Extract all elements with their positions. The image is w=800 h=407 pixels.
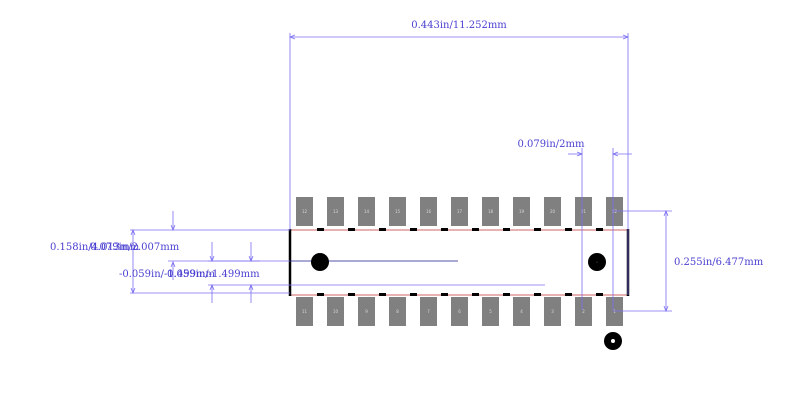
polarity-marker-dot [588,253,606,271]
top-pad [482,197,499,226]
bottom-pad [513,297,530,326]
bottom-pad-number: 4 [520,309,523,314]
body-edge-tick [472,228,479,231]
top-pad-number: 21 [581,209,587,214]
bottom-pad-number: 5 [489,309,492,314]
bottom-pad-number: 9 [365,309,368,314]
dim-overall-height: 0.255in/6.477mm [613,209,764,313]
bottom-pad-number: 8 [396,309,399,314]
body-edge-tick [348,228,355,231]
body-edge-tick [348,293,355,296]
top-pad [513,197,530,226]
bottom-pad-number: 6 [458,309,461,314]
top-pad-number: 16 [426,209,432,214]
pin1-marker-dot [311,253,329,271]
bottom-pad [606,297,623,326]
dim-pad-length-label: 0.079in/2.007mm [90,242,180,253]
dim-offset-label-2: 0.059in/-1.499mm [167,269,260,280]
bottom-pad-number: 10 [333,309,339,314]
body-edge-tick [596,228,603,231]
top-pad [389,197,406,226]
bottom-pad-number: 7 [427,309,430,314]
body-edge-tick [410,228,417,231]
bottom-pad-number: 3 [551,309,554,314]
top-pad [606,197,623,226]
pad-row-top: 12 13 14 15 16 17 18 19 20 21 22 [296,197,623,226]
body-edge-tick [565,293,572,296]
bottom-pad [420,297,437,326]
dim-overall-width-label: 0.443in/11.252mm [411,20,507,31]
dim-overall-height-label: 0.255in/6.477mm [674,257,764,268]
top-pad-number: 13 [333,209,339,214]
body-edge-tick [472,293,479,296]
body-edge-tick [441,293,448,296]
bottom-pad [327,297,344,326]
top-pad [358,197,375,226]
top-pad [451,197,468,226]
top-pad [327,197,344,226]
bottom-pad [358,297,375,326]
top-pad-number: 18 [488,209,494,214]
dim-offset-label: -0.059in/-1.499mm [119,269,216,280]
body-edge-tick [534,228,541,231]
top-pad-number: 17 [457,209,463,214]
top-pad [420,197,437,226]
top-pad-number: 19 [519,209,525,214]
body-edge-tick [410,293,417,296]
top-pad-number: 14 [364,209,370,214]
body-edge-tick [317,228,324,231]
top-pad [575,197,592,226]
bottom-pad [451,297,468,326]
bottom-pad [575,297,592,326]
svg-text:◦: ◦ [596,260,598,265]
top-pad-number: 15 [395,209,401,214]
bottom-pad-number: 11 [302,309,308,314]
top-pad [544,197,561,226]
bottom-pad [544,297,561,326]
dim-body-height-label: 0.158in/4.013mm [50,242,140,253]
body-edge-tick [379,228,386,231]
body-edge-tick [503,228,510,231]
body-edge-tick [565,228,572,231]
body-edge-tick [534,293,541,296]
dim-overall-width: 0.443in/11.252mm [288,20,630,295]
bottom-pad [296,297,313,326]
body-edge-tick [503,293,510,296]
top-pad-number: 20 [550,209,556,214]
body-edge-tick [441,228,448,231]
bottom-pad [389,297,406,326]
top-pad-number: 22 [612,209,618,214]
top-pad-number: 12 [302,209,308,214]
component-body [288,228,630,296]
body-edge-tick [379,293,386,296]
bottom-pad-number: 1 [613,309,616,314]
dim-left-group: 0.158in/4.013mm 0.079in/2.007mm -0.059in… [50,211,290,303]
body-edge-tick [317,293,324,296]
body-edge-tick [596,293,603,296]
pad-row-bottom: 11 10 9 8 7 6 5 4 3 2 1 [296,297,623,326]
top-pad [296,197,313,226]
dim-pad-pitch-label: 0.079in/2mm [518,139,585,150]
bottom-pad-number: 2 [582,309,585,314]
dim-pad-pitch: 0.079in/2mm [518,139,632,310]
bottom-pad [482,297,499,326]
